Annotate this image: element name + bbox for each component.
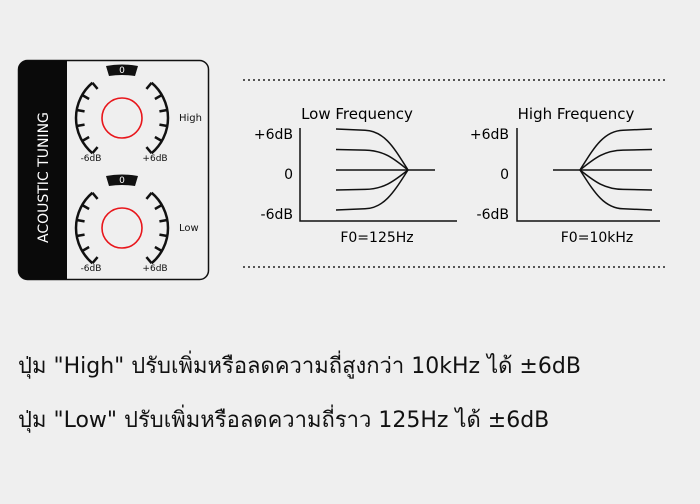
knob-max-label: +6dB [142, 154, 167, 164]
graph-title: Low Frequency [301, 105, 413, 123]
knob-dial[interactable] [101, 97, 143, 139]
gain-curve [579, 169, 653, 191]
knob-name: High [179, 113, 202, 124]
y-label-top: +6dB [254, 127, 293, 143]
knob-max-label: +6dB [142, 264, 167, 274]
y-label-bottom: -6dB [477, 207, 509, 223]
acoustic-tuning-panel: ACOUSTIC TUNING [17, 59, 210, 281]
description-high: ปุ่ม "High" ปรับเพิ่มหรือลดความถี่สูงกว่… [18, 354, 581, 379]
graph-low-frequency: Low Frequency +6dB 0 -6dB F0=125Hz [254, 105, 457, 246]
knob-min-label: -6dB [81, 264, 102, 274]
gain-curve [579, 169, 653, 211]
graph-high-frequency: High Frequency +6dB 0 -6dB F0=10kHz [470, 105, 660, 246]
knob-high[interactable]: 0 -6dB +6dB High [74, 64, 202, 165]
value-badge [106, 174, 138, 186]
knob-dial[interactable] [101, 207, 143, 249]
gain-curve [579, 148, 653, 171]
gain-curve [335, 169, 409, 191]
y-label-bottom: -6dB [261, 207, 293, 223]
panel-title: ACOUSTIC TUNING [36, 112, 52, 243]
graph-caption: F0=125Hz [340, 230, 413, 246]
gain-curve [579, 128, 653, 171]
y-label-mid: 0 [500, 167, 509, 183]
y-label-mid: 0 [284, 167, 293, 183]
knob-value: 0 [119, 176, 125, 186]
gain-curve [335, 169, 409, 211]
knob-value: 0 [119, 66, 125, 76]
gain-curve [335, 128, 409, 171]
graph-title: High Frequency [518, 105, 635, 123]
value-badge [106, 64, 138, 76]
knob-low[interactable]: 0 -6dB +6dB Low [74, 174, 199, 275]
knob-name: Low [179, 223, 199, 234]
graph-caption: F0=10kHz [561, 230, 634, 246]
description-low: ปุ่ม "Low" ปรับเพิ่มหรือลดความถี่ราว 125… [18, 408, 550, 433]
gain-curve [335, 148, 409, 171]
y-label-top: +6dB [470, 127, 509, 143]
knob-min-label: -6dB [81, 154, 102, 164]
